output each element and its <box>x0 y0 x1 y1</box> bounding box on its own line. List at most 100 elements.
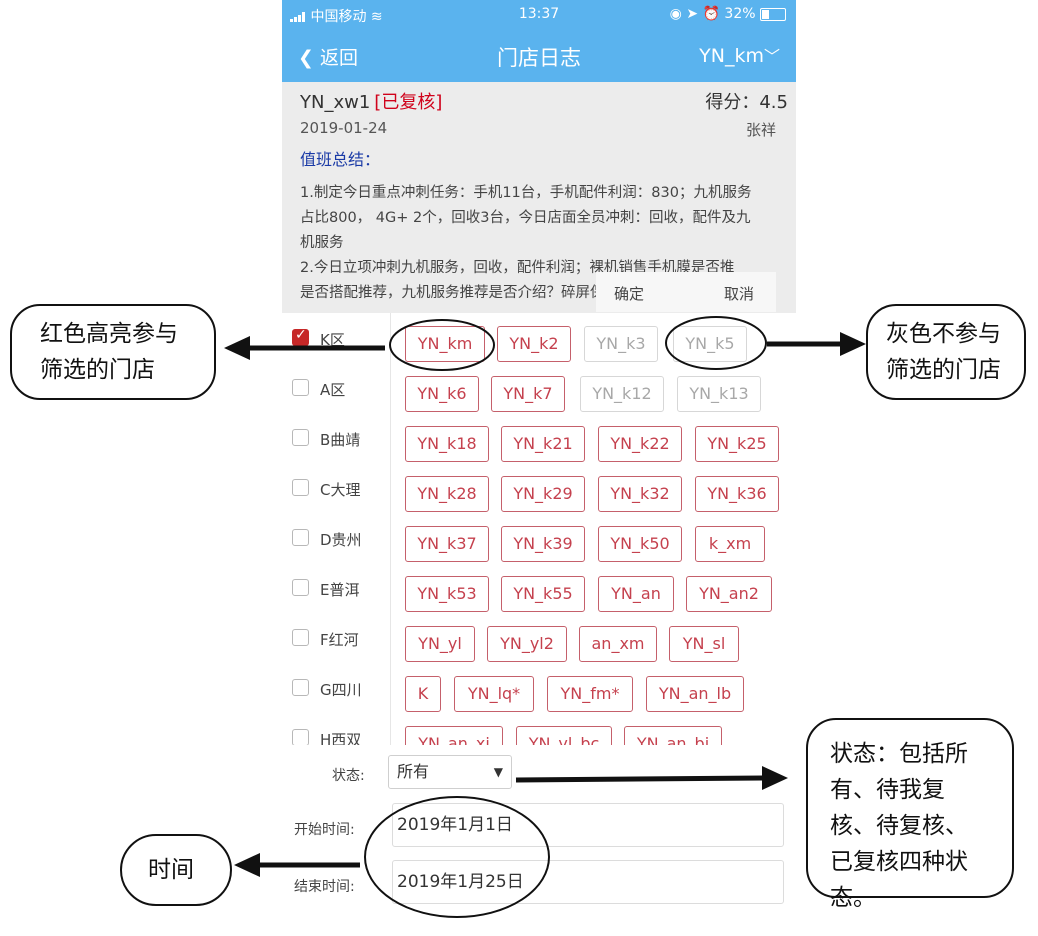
status-badge: [已复核] <box>374 92 443 113</box>
callout-line: 筛选的门店 <box>886 357 1001 383</box>
highlight-ellipse <box>389 319 495 371</box>
battery-icon <box>760 7 786 21</box>
alarm-icon: ⏰ <box>702 6 720 22</box>
store-chip[interactable]: YN_k28 <box>405 476 489 512</box>
store-chip[interactable]: YN_k5 <box>673 326 747 362</box>
callout-line: 红色高亮参与 <box>40 321 178 347</box>
region-item[interactable]: H西双 <box>292 729 388 779</box>
store-chip[interactable]: YN_k53 <box>405 576 489 612</box>
store-chip[interactable]: YN_k6 <box>405 376 479 412</box>
cancel-button[interactable]: 取消 <box>724 285 755 303</box>
store-chip[interactable]: YN_an <box>598 576 674 612</box>
store-chip[interactable]: YN_an_xj <box>405 726 503 745</box>
store-chip[interactable]: YN_k29 <box>501 476 585 512</box>
dropdown-caret-icon: ▼ <box>493 765 503 779</box>
callout-line: 灰色不参与 <box>886 321 1001 347</box>
store-chip[interactable]: an_xm <box>579 626 657 662</box>
status-select-value: 所有 <box>397 762 430 781</box>
orientation-lock-icon: ◉ <box>669 6 682 22</box>
wifi-icon: ≋ <box>370 9 383 25</box>
arrow-head-icon <box>762 766 788 790</box>
region-label: D贵州 <box>320 531 362 549</box>
region-item[interactable]: A区 <box>292 379 388 429</box>
checkbox[interactable] <box>292 379 309 396</box>
region-item[interactable]: G四川 <box>292 679 388 729</box>
region-item[interactable]: E普洱 <box>292 579 388 629</box>
store-chip[interactable]: YN_an2 <box>686 576 772 612</box>
status-bar: 中国移动 ≋ 13:37 ◉ ➤ ⏰ 32% <box>282 0 796 32</box>
status-filter-label: 状态: <box>332 768 365 784</box>
battery-percent: 32% <box>724 6 756 22</box>
checkbox[interactable] <box>292 529 309 546</box>
status-select[interactable]: 所有 ▼ <box>388 755 512 789</box>
arrow-head-icon <box>224 336 250 360</box>
checkbox[interactable] <box>292 629 309 646</box>
store-chip[interactable]: YN_yl <box>405 626 475 662</box>
score: 得分：4.5 <box>705 92 788 113</box>
log-author: 张祥 <box>745 121 776 139</box>
highlight-ellipse <box>665 316 767 370</box>
store-name: YN_xw1 <box>300 92 371 113</box>
phone-screen: 中国移动 ≋ 13:37 ◉ ➤ ⏰ 32% ❮ 返回 门店日志 YN_km﹀ … <box>282 0 796 936</box>
region-label: E普洱 <box>320 581 360 599</box>
confirm-button[interactable]: 确定 <box>614 285 645 303</box>
store-chip[interactable]: k_xm <box>695 526 765 562</box>
callout-line: 已复核四种状 <box>830 849 968 875</box>
store-chip[interactable]: YN_fm* <box>547 676 633 712</box>
region-item[interactable]: F红河 <box>292 629 388 679</box>
summary-line: 占比800， 4G+ 2个，回收3台，今日店面全员冲刺：回收，配件及九 <box>300 210 751 226</box>
store-chip[interactable]: YN_k13 <box>677 376 761 412</box>
end-date-field[interactable]: 2019年1月25日 <box>392 860 784 904</box>
summary-line: 机服务 <box>300 235 344 251</box>
store-chip[interactable]: YN_km <box>405 326 485 362</box>
checkbox[interactable] <box>292 679 309 696</box>
store-chip[interactable]: YN_an_lb <box>646 676 744 712</box>
region-item[interactable]: C大理 <box>292 479 388 529</box>
region-label: A区 <box>320 381 346 399</box>
nav-bar: ❮ 返回 门店日志 YN_km﹀ <box>282 32 796 82</box>
callout-line: 核、待复核、 <box>830 813 968 839</box>
store-chip[interactable]: YN_yl_bc <box>516 726 612 745</box>
store-chip[interactable]: YN_k50 <box>598 526 682 562</box>
region-list: K区 A区 B曲靖 C大理 D贵州 E普洱 F红河 G四川 H西双 <box>282 313 391 749</box>
callout-line: 时间 <box>148 857 194 883</box>
store-chip[interactable]: YN_k2 <box>497 326 571 362</box>
store-chip[interactable]: YN_k36 <box>695 476 779 512</box>
back-label: 返回 <box>319 47 358 69</box>
store-chip[interactable]: YN_k3 <box>584 326 658 362</box>
user-switcher[interactable]: YN_km﹀ <box>699 43 780 67</box>
checkbox[interactable] <box>292 429 309 446</box>
callout-red-highlight: 红色高亮参与 筛选的门店 <box>10 304 216 400</box>
carrier-info: 中国移动 ≋ <box>290 6 383 26</box>
store-chip[interactable]: YN_k32 <box>598 476 682 512</box>
store-chip[interactable]: YN_k25 <box>695 426 779 462</box>
store-chip[interactable]: YN_yl2 <box>487 626 567 662</box>
store-chip[interactable]: YN_k37 <box>405 526 489 562</box>
store-chip[interactable]: YN_an_bj <box>624 726 722 745</box>
store-chip[interactable]: YN_k39 <box>501 526 585 562</box>
store-chip[interactable]: YN_k22 <box>598 426 682 462</box>
store-chip[interactable]: YN_k21 <box>501 426 585 462</box>
store-chip[interactable]: YN_lq* <box>454 676 534 712</box>
store-chip[interactable]: K <box>405 676 441 712</box>
log-date: 2019-01-24 <box>300 119 388 137</box>
store-chip[interactable]: YN_k12 <box>580 376 664 412</box>
clock: 13:37 <box>518 6 560 22</box>
checkbox[interactable] <box>292 579 309 596</box>
back-button[interactable]: ❮ 返回 <box>298 43 358 70</box>
store-chip[interactable]: YN_sl <box>669 626 739 662</box>
start-date-field[interactable]: 2019年1月1日 <box>392 803 784 847</box>
user-label: YN_km <box>699 45 764 67</box>
start-time-label: 开始时间: <box>294 822 355 838</box>
region-label: B曲靖 <box>320 431 361 449</box>
region-item[interactable]: D贵州 <box>292 529 388 579</box>
checkbox[interactable] <box>292 479 309 496</box>
store-chip[interactable]: YN_k7 <box>491 376 565 412</box>
store-chip[interactable]: YN_k55 <box>501 576 585 612</box>
callout-line: 筛选的门店 <box>40 357 155 383</box>
store-chip[interactable]: YN_k18 <box>405 426 489 462</box>
region-label: G四川 <box>320 681 362 699</box>
callout-gray-excluded: 灰色不参与 筛选的门店 <box>866 304 1026 400</box>
region-label: H西双 <box>320 731 362 749</box>
region-item[interactable]: B曲靖 <box>292 429 388 479</box>
